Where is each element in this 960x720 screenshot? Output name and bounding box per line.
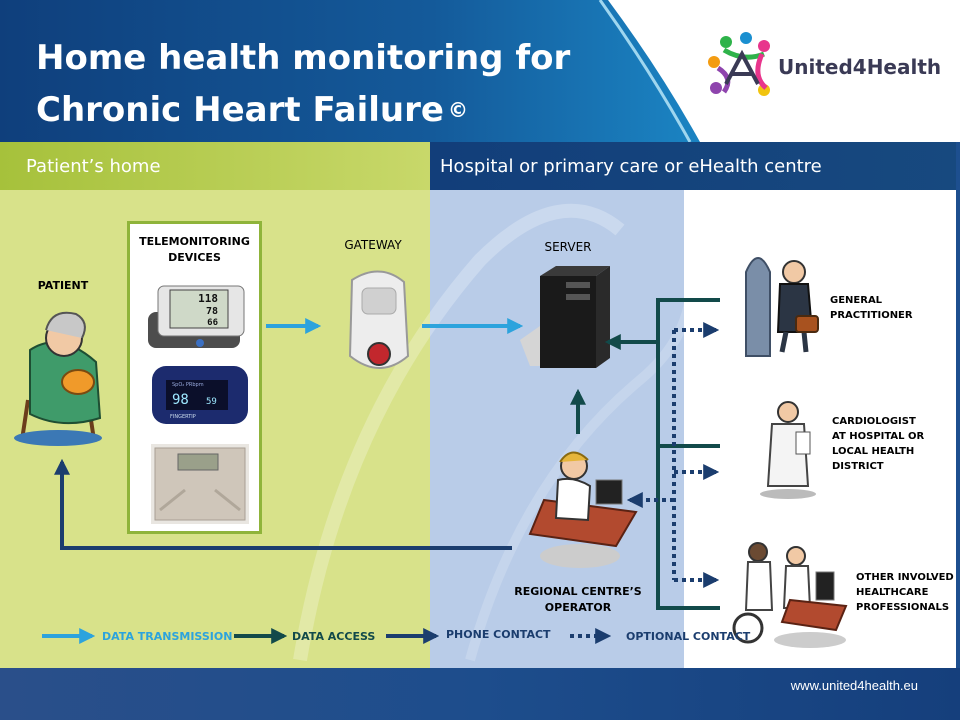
legend-phone-label: PHONE CONTACT [446, 628, 551, 641]
devices-label: TELEMONITORING DEVICES [130, 234, 259, 266]
pulse-oximeter-icon: SpO₂ PRbpm 98 59 FINGERTIP [152, 366, 248, 424]
patient-icon [14, 311, 102, 446]
title-line-2: Chronic Heart Failure© [36, 90, 468, 130]
zone-home-label: Patient’s home [0, 142, 430, 190]
weighing-scale-icon [151, 444, 249, 524]
healthcare-professionals-icon [732, 542, 848, 648]
operator-label: REGIONAL CENTRE’S OPERATOR [500, 584, 656, 616]
professionals-label-line-2: HEALTHCARE [856, 587, 929, 598]
footer-url-link[interactable]: www.united4health.eu [790, 678, 918, 693]
cardiologist-label: CARDIOLOGIST AT HOSPITAL OR LOCAL HEALTH… [832, 414, 942, 474]
general-practitioner-icon [745, 257, 819, 357]
oximeter-brand-text: FINGERTIP [170, 414, 196, 420]
server-computer-icon [520, 266, 610, 368]
server-label: SERVER [544, 240, 592, 254]
legend-access-label: DATA ACCESS [292, 630, 376, 643]
operator-label-line-1: REGIONAL CENTRE’S [514, 585, 642, 598]
oximeter-header-text: SpO₂ PRbpm [172, 382, 204, 388]
oximeter-pr-value: 59 [206, 397, 217, 407]
page-title: Home health monitoring for Chronic Heart… [36, 32, 570, 136]
cardiologist-label-line-1: CARDIOLOGIST [832, 416, 916, 427]
cardiologist-label-line-2: AT HOSPITAL OR [832, 431, 925, 442]
bp-diastolic-value: 78 [206, 306, 218, 317]
blood-pressure-monitor-icon: 118 78 66 [148, 285, 245, 348]
patient-label: PATIENT [37, 279, 89, 292]
operator-label-line-2: OPERATOR [544, 601, 612, 614]
cardiologist-label-line-3: LOCAL HEALTH [832, 446, 915, 457]
gp-label-line-2: PRACTITIONER [830, 310, 913, 321]
legend-optional-label: OPTIONAL CONTACT [626, 630, 751, 643]
professionals-label-line-3: PROFESSIONALS [856, 602, 950, 613]
cardiologist-icon [760, 401, 816, 499]
logo-text: United4Health [778, 55, 942, 79]
gp-label: GENERAL PRACTITIONER [830, 293, 940, 323]
bp-pulse-value: 66 [207, 318, 218, 328]
professionals-label: OTHER INVOLVED HEALTHCARE PROFESSIONALS [856, 570, 956, 615]
gateway-label: GATEWAY [344, 238, 402, 252]
gateway-device-icon [348, 270, 410, 369]
cardiologist-label-line-4: DISTRICT [832, 461, 884, 472]
copyright-mark: © [447, 98, 468, 122]
header-white-corner [598, 0, 960, 142]
footer-bar [0, 668, 960, 720]
title-line-1: Home health monitoring for [36, 38, 571, 78]
legend-transmission-label: DATA TRANSMISSION [102, 630, 233, 643]
professionals-label-line-1: OTHER INVOLVED [856, 572, 954, 583]
devices-label-line-2: DEVICES [168, 251, 221, 264]
arrow-operator-to-patient [54, 458, 512, 550]
access-bus-lines [656, 298, 720, 610]
gp-label-line-1: GENERAL [830, 295, 883, 306]
united4health-logo-icon [708, 32, 770, 96]
devices-label-line-1: TELEMONITORING [139, 235, 250, 248]
bp-systolic-value: 118 [198, 292, 218, 305]
zone-hospital-label: Hospital or primary care or eHealth cent… [430, 142, 956, 190]
oximeter-spo2-value: 98 [172, 392, 189, 408]
right-edge-strip [956, 142, 960, 668]
operator-desk-icon [528, 451, 638, 568]
